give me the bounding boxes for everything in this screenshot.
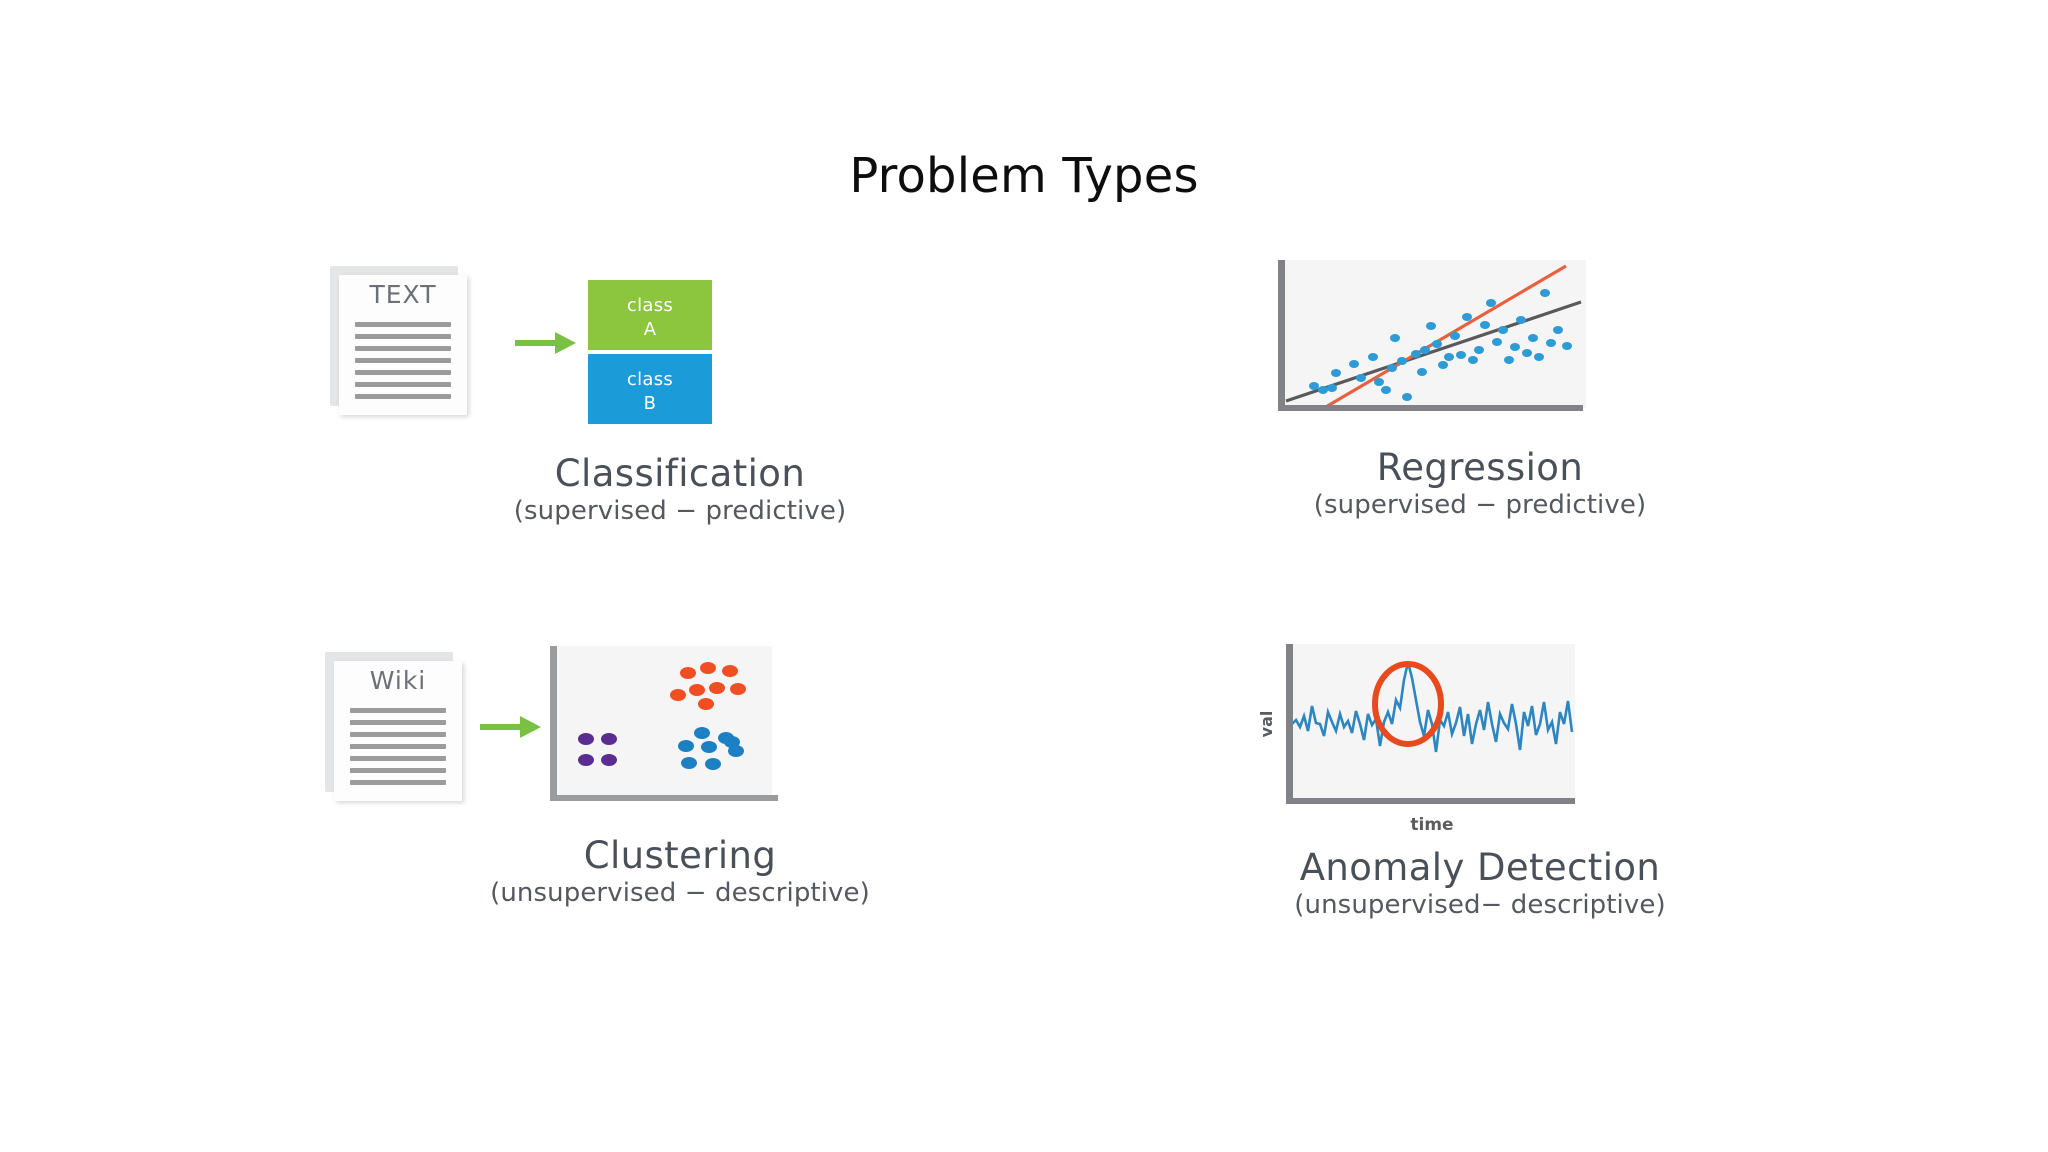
regression-scatter-points xyxy=(1309,289,1572,401)
document-text-line xyxy=(350,756,446,761)
document-text-line xyxy=(355,358,451,363)
anomaly-signal-line xyxy=(1291,661,1574,753)
clustering-y-axis xyxy=(550,646,557,801)
document-text-line xyxy=(350,744,446,749)
text-document-icon: TEXT xyxy=(330,266,475,418)
clustering-x-axis xyxy=(550,795,778,801)
clustering-chart xyxy=(550,646,780,814)
regression-chart xyxy=(1276,260,1586,420)
document-text-line xyxy=(350,780,446,785)
anomaly-x-axis xyxy=(1286,798,1575,804)
document-text-line xyxy=(350,720,446,725)
anomaly-caption: Anomaly Detection (unsupervised− descrip… xyxy=(1130,848,1830,920)
regression-x-axis xyxy=(1278,405,1583,411)
anomaly-figure: val time xyxy=(1130,644,1830,835)
class-box-b: class B xyxy=(588,354,712,424)
classification-title: Classification xyxy=(554,452,806,495)
fit-line-orange xyxy=(1323,264,1567,410)
document-text-line xyxy=(355,370,451,375)
document-text-line xyxy=(355,346,451,351)
classification-caption: Classification (supervised − predictive) xyxy=(330,454,1030,526)
class-box-a-line1: class xyxy=(626,295,674,316)
classification-subtitle: (supervised − predictive) xyxy=(513,495,847,526)
problem-types-grid: TEXT class A xyxy=(0,260,2048,982)
anomaly-highlight-circle xyxy=(1372,661,1444,747)
cluster-orange-points xyxy=(670,662,746,710)
quadrant-clustering: Wiki xyxy=(325,646,1030,992)
page-title: Problem Types xyxy=(849,148,1199,204)
document-front-page xyxy=(334,661,462,801)
arrow-right-icon xyxy=(515,330,577,356)
anomaly-x-axis-label: time xyxy=(1410,815,1453,835)
document-text-lines xyxy=(350,708,446,792)
anomaly-y-axis-label: val xyxy=(1257,711,1276,738)
document-label: TEXT xyxy=(369,280,437,309)
regression-title: Regression xyxy=(1376,446,1584,489)
clustering-caption: Clustering (unsupervised − descriptive) xyxy=(330,836,1030,908)
quadrant-classification: TEXT class A xyxy=(330,262,1030,602)
document-text-line xyxy=(350,732,446,737)
quadrant-anomaly-detection: val time Anomaly Detection (unsupervised… xyxy=(1130,644,1830,992)
regression-figure xyxy=(1130,260,1830,442)
document-front-page xyxy=(339,275,467,415)
clustering-subtitle: (unsupervised − descriptive) xyxy=(490,877,870,908)
regression-subtitle: (supervised − predictive) xyxy=(1313,489,1647,520)
document-text-lines xyxy=(355,322,451,406)
document-label: Wiki xyxy=(369,666,427,695)
cluster-blue-points xyxy=(678,727,744,770)
quadrant-regression: Regression (supervised − predictive) xyxy=(1130,260,1830,602)
clustering-plot-area xyxy=(556,646,772,798)
regression-y-axis xyxy=(1278,260,1285,410)
anomaly-chart: val time xyxy=(1250,644,1580,844)
anomaly-subtitle: (unsupervised− descriptive) xyxy=(1294,889,1666,920)
document-text-line xyxy=(350,708,446,713)
regression-caption: Regression (supervised − predictive) xyxy=(1130,448,1830,520)
cluster-purple-points xyxy=(578,733,617,766)
clustering-title: Clustering xyxy=(583,834,777,877)
class-box-b-line1: class xyxy=(626,369,674,390)
document-text-line xyxy=(355,394,451,399)
document-text-line xyxy=(350,768,446,773)
document-text-line xyxy=(355,382,451,387)
class-box-a-line2: A xyxy=(643,318,657,340)
fit-line-dark xyxy=(1285,300,1582,403)
class-box-b-line2: B xyxy=(643,392,657,414)
classification-figure: TEXT class A xyxy=(330,262,1030,442)
anomaly-y-axis xyxy=(1286,644,1293,804)
wiki-document-icon: Wiki xyxy=(325,652,470,804)
anomaly-title: Anomaly Detection xyxy=(1299,846,1661,889)
class-box-a: class A xyxy=(588,280,712,350)
arrow-right-icon xyxy=(480,714,542,740)
clustering-figure: Wiki xyxy=(325,646,1030,832)
document-text-line xyxy=(355,322,451,327)
document-text-line xyxy=(355,334,451,339)
